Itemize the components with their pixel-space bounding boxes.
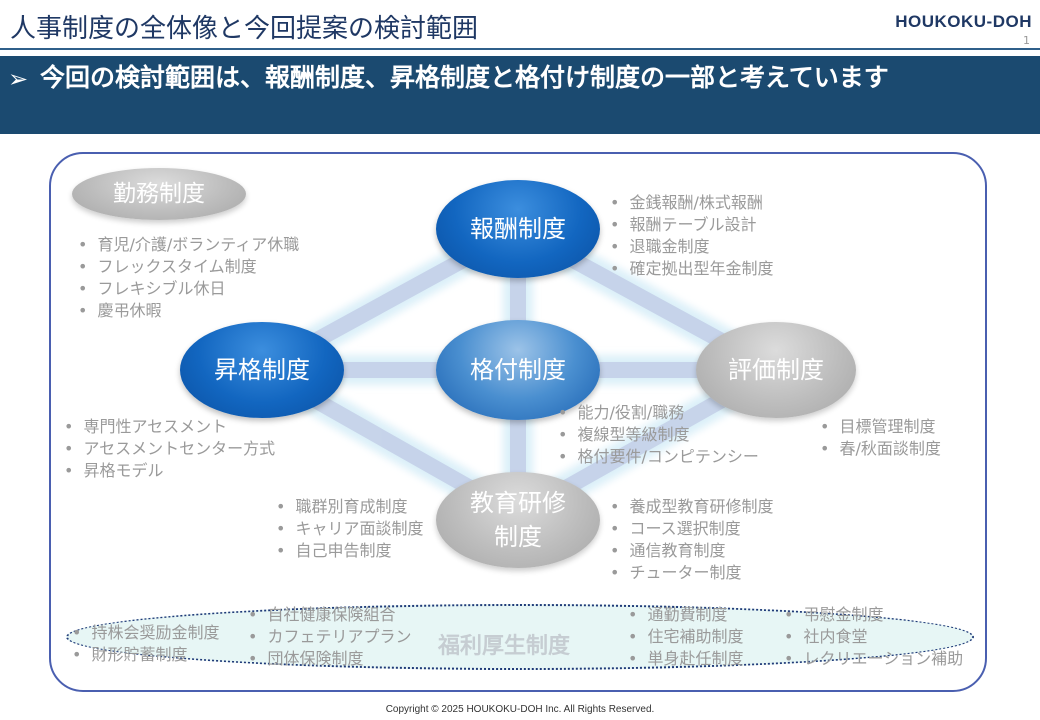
list-item: 通信教育制度 <box>610 540 773 562</box>
list-item: 持株会奨励金制度 <box>72 622 219 644</box>
list-item: 昇格モデル <box>64 460 275 482</box>
list-kakuzuke: 能力/役割/職務 複線型等級制度 格付要件/コンピテンシー <box>558 402 759 468</box>
list-item: 金銭報酬/株式報酬 <box>610 192 773 214</box>
list-item: 報酬テーブル設計 <box>610 214 773 236</box>
list-hoshu: 金銭報酬/株式報酬 報酬テーブル設計 退職金制度 確定拠出型年金制度 <box>610 192 773 280</box>
list-item: 養成型教育研修制度 <box>610 496 773 518</box>
title-divider <box>0 48 1040 50</box>
page-number: 1 <box>1023 34 1030 47</box>
node-kakuzuke-label: 格付制度 <box>470 356 566 384</box>
list-item: 育児/介護/ボランティア休職 <box>78 234 299 256</box>
node-kyoiku-label-line2: 制度 <box>494 523 542 551</box>
list-item: アセスメントセンター方式 <box>64 438 275 460</box>
list-item: キャリア面談制度 <box>276 518 423 540</box>
list-welfare-col3: 通勤費制度 住宅補助制度 単身赴任制度 <box>628 604 743 670</box>
arrow-bullet-icon: ➢ <box>8 65 29 93</box>
list-kinmu: 育児/介護/ボランティア休職 フレックスタイム制度 フレキシブル休日 慶弔休暇 <box>78 234 299 322</box>
summary-banner: ➢ 今回の検討範囲は、報酬制度、昇格制度と格付け制度の一部と考えています <box>0 56 1040 134</box>
list-item: 複線型等級制度 <box>558 424 759 446</box>
list-kyoiku-right: 養成型教育研修制度 コース選択制度 通信教育制度 チューター制度 <box>610 496 773 584</box>
list-item: 慶弔休暇 <box>78 300 299 322</box>
list-welfare-col4: 弔慰金制度 社内食堂 レクリエーション補助 <box>784 604 963 670</box>
summary-text: 今回の検討範囲は、報酬制度、昇格制度と格付け制度の一部と考えています <box>40 63 889 92</box>
list-item: 団体保険制度 <box>248 648 411 670</box>
list-item: フレキシブル休日 <box>78 278 299 300</box>
list-item: カフェテリアプラン <box>248 626 411 648</box>
list-item: 自社健康保険組合 <box>248 604 411 626</box>
list-item: 通勤費制度 <box>628 604 743 626</box>
node-shokaku: 昇格制度 <box>180 322 344 418</box>
list-item: 社内食堂 <box>784 626 963 648</box>
list-item: 職群別育成制度 <box>276 496 423 518</box>
node-shokaku-label: 昇格制度 <box>214 356 310 384</box>
brand-logo: HOUKOKU-DOH <box>895 12 1032 31</box>
list-item: 春/秋面談制度 <box>820 438 940 460</box>
list-item: 確定拠出型年金制度 <box>610 258 773 280</box>
node-kinmu: 勤務制度 <box>72 168 246 220</box>
list-item: 目標管理制度 <box>820 416 941 438</box>
list-welfare-col2: 自社健康保険組合 カフェテリアプラン 団体保険制度 <box>248 604 411 670</box>
node-hyoka-label: 評価制度 <box>728 356 824 384</box>
list-item: フレックスタイム制度 <box>78 256 299 278</box>
list-item: 単身赴任制度 <box>628 648 743 670</box>
list-kyoiku-left: 職群別育成制度 キャリア面談制度 自己申告制度 <box>276 496 423 562</box>
copyright-text: Copyright © 2025 HOUKOKU-DOH Inc. All Ri… <box>385 704 655 715</box>
node-kinmu-label: 勤務制度 <box>113 181 205 207</box>
list-shokaku: 専門性アセスメント アセスメントセンター方式 昇格モデル <box>64 416 275 482</box>
list-item: 格付要件/コンピテンシー <box>558 446 758 468</box>
node-kyoiku: 教育研修 制度 <box>436 472 600 568</box>
page-title: 人事制度の全体像と今回提案の検討範囲 <box>10 14 479 44</box>
list-item: 住宅補助制度 <box>628 626 743 648</box>
list-item: 退職金制度 <box>610 236 773 258</box>
node-kyoiku-label-line1: 教育研修 <box>470 489 566 517</box>
node-hyoka: 評価制度 <box>696 322 856 418</box>
list-item: レクリエーション補助 <box>784 648 963 670</box>
welfare-label: 福利厚生制度 <box>438 634 571 659</box>
node-hoshu: 報酬制度 <box>436 180 600 278</box>
list-hyoka: 目標管理制度 春/秋面談制度 <box>820 416 941 460</box>
list-item: 自己申告制度 <box>276 540 423 562</box>
list-item: 弔慰金制度 <box>784 604 963 626</box>
list-item: コース選択制度 <box>610 518 773 540</box>
list-item: 財形貯蓄制度 <box>72 644 219 666</box>
list-welfare-col1: 持株会奨励金制度 財形貯蓄制度 <box>72 622 219 666</box>
list-item: 能力/役割/職務 <box>558 402 759 424</box>
list-item: 専門性アセスメント <box>64 416 275 438</box>
node-hoshu-label: 報酬制度 <box>470 215 566 243</box>
list-item: チューター制度 <box>610 562 773 584</box>
